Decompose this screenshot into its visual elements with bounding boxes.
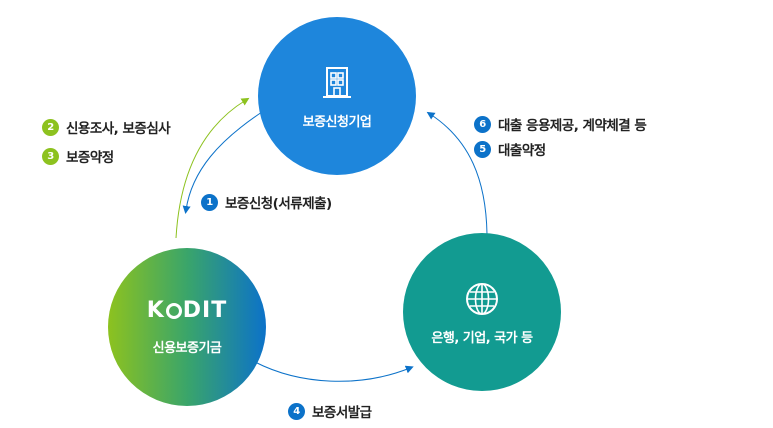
bank-label: 은행, 기업, 국가 등 [431,330,533,346]
node-kodit: K DIT 신용보증기금 [108,248,266,406]
kodit-logo-dit: DIT [182,298,228,323]
kodit-logo-k: K [146,298,165,323]
step-1-badge: 1 [201,193,218,211]
step-4-badge: 4 [288,402,305,420]
kodit-logo-o [165,302,182,319]
step-2-badge: 2 [42,118,59,136]
step-6: 6 대출 응용제공, 계약체결 등 [474,114,647,134]
arrow-loan [426,111,488,235]
step-6-text: 대출 응용제공, 계약체결 등 [498,118,647,134]
globe-icon [462,279,502,319]
arrow-issue [254,361,414,382]
arrow-application [182,111,263,214]
step-5: 5 대출약정 [474,139,546,159]
step-2-text: 신용조사, 보증심사 [66,121,171,137]
step-5-badge: 5 [474,140,491,158]
node-bank: 은행, 기업, 국가 등 [403,233,561,391]
building-icon [317,63,357,103]
step-4: 4 보증서발급 [288,401,372,421]
node-company: 보증신청기업 [258,17,416,175]
company-label: 보증신청기업 [302,114,372,130]
arrow-review [175,97,250,239]
step-1-text: 보증신청(서류제출) [225,196,332,212]
step-5-text: 대출약정 [498,143,546,159]
step-1: 1 보증신청(서류제출) [201,192,332,212]
step-3-text: 보증약정 [66,150,114,166]
step-6-badge: 6 [474,115,491,133]
kodit-label: 신용보증기금 [152,341,222,356]
step-3-badge: 3 [42,147,59,165]
step-2: 2 신용조사, 보증심사 [42,117,171,137]
step-3: 3 보증약정 [42,146,114,166]
kodit-logo: K DIT [147,298,228,323]
step-4-text: 보증서발급 [312,405,372,421]
